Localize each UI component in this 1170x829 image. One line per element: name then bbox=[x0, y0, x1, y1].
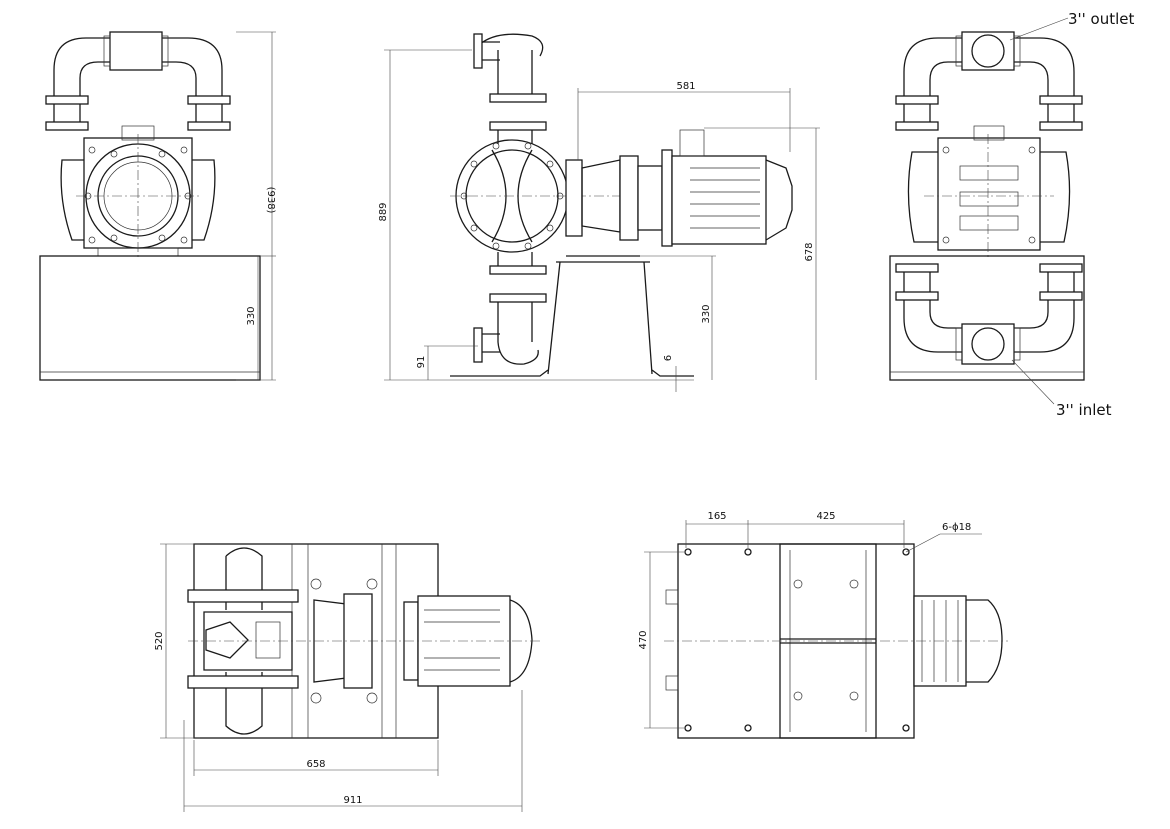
top-view bbox=[160, 543, 540, 812]
plan-spacing-dimension: 425 bbox=[816, 511, 835, 522]
side-offset-dimension: 6 bbox=[663, 355, 674, 361]
rear-view bbox=[889, 17, 1085, 405]
side-height-dimension: 889 bbox=[378, 202, 389, 221]
side-motor-dimension: 581 bbox=[676, 81, 695, 92]
front-base-dimension: 330 bbox=[246, 306, 257, 325]
inlet-callout: 3'' inlet bbox=[1056, 401, 1112, 419]
front-height-dimension: (938) bbox=[265, 187, 276, 214]
side-inlet-dimension: 91 bbox=[416, 356, 427, 369]
front-view bbox=[39, 31, 276, 381]
side-view bbox=[384, 33, 820, 392]
top-width-dimension: 520 bbox=[154, 631, 165, 650]
side-base-dimension: 330 bbox=[701, 304, 712, 323]
outlet-callout: 3'' outlet bbox=[1068, 10, 1135, 28]
base-plan-view bbox=[644, 520, 1008, 739]
plan-left-dimension: 165 bbox=[707, 511, 726, 522]
top-total-length-dimension: 911 bbox=[343, 795, 362, 806]
side-motor-height-dimension: 678 bbox=[804, 242, 815, 261]
plan-holes-dimension: 6-ϕ18 bbox=[942, 522, 971, 533]
plan-depth-dimension: 470 bbox=[638, 630, 649, 649]
top-base-length-dimension: 658 bbox=[306, 759, 325, 770]
